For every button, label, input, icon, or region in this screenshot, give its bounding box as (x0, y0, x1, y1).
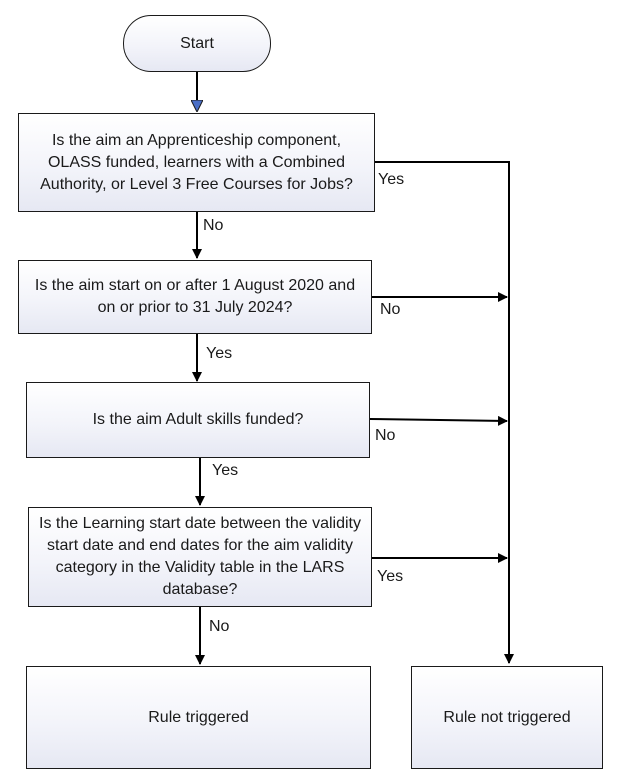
edge-label-d2-no: No (380, 301, 401, 318)
decision-2-text: Is the aim start on or after 1 August 20… (34, 277, 356, 316)
rule-triggered-label: Rule triggered (148, 708, 249, 726)
rule-triggered-box: Rule triggered (26, 666, 371, 769)
rule-not-triggered-label: Rule not triggered (443, 708, 571, 726)
edge-label-d2-yes: Yes (206, 345, 233, 362)
edge-label-d4-yes: Yes (377, 568, 404, 585)
decision-box-2: Is the aim start on or after 1 August 20… (18, 260, 372, 334)
edge-d1-not-triggered (375, 161, 514, 664)
decision-4-text: Is the Learning start date between the v… (39, 515, 361, 598)
decision-3-text: Is the aim Adult skills funded? (92, 411, 304, 428)
edge-label-d1-yes: Yes (378, 171, 405, 188)
rule-not-triggered-box: Rule not triggered (411, 666, 603, 769)
edge-label-d3-yes: Yes (212, 462, 239, 479)
decision-1-text: Is the aim an Apprenticeship component, … (40, 131, 353, 193)
edge-d3-right (369, 415, 508, 426)
decision-box-1: Is the aim an Apprenticeship component, … (18, 113, 375, 212)
edge-label-d4-no: No (209, 618, 230, 635)
start-terminator: Start (123, 15, 271, 72)
start-label: Start (180, 34, 214, 52)
edge-label-d1-no: No (203, 217, 224, 234)
edge-label-d3-no: No (375, 427, 396, 444)
decision-box-3: Is the aim Adult skills funded? (26, 382, 370, 458)
decision-box-4: Is the Learning start date between the v… (28, 507, 372, 607)
